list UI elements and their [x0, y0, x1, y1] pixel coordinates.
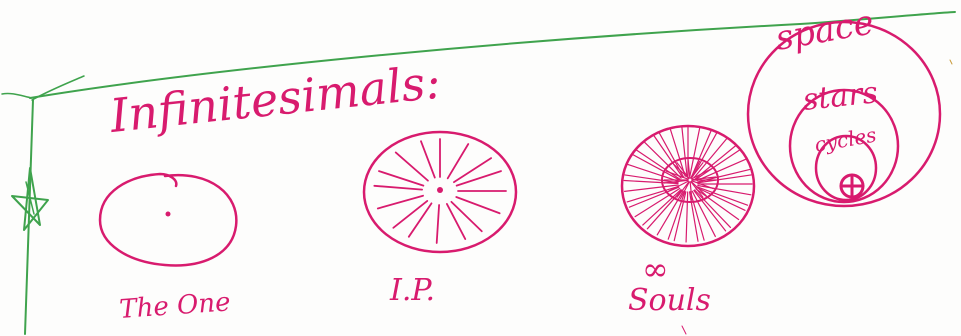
ray-line [643, 141, 682, 179]
ray-line [453, 157, 492, 184]
inner-ray-line [673, 163, 690, 180]
inner-ray-line [665, 170, 689, 180]
ray-line [693, 137, 728, 179]
ray-line [696, 187, 746, 211]
ray-line [667, 191, 686, 240]
inner-ray-line [690, 180, 707, 197]
label-the-one: The One [118, 287, 231, 325]
figure-the-one: The One [98, 172, 238, 325]
label-souls: Souls [628, 283, 711, 318]
center-point [437, 187, 443, 193]
ray-line [691, 129, 712, 178]
ray-line [652, 134, 684, 178]
ray-line [455, 196, 501, 215]
ray-line [697, 174, 752, 184]
ray-line [646, 189, 683, 230]
figure-ip: I.P. [362, 130, 518, 308]
outer-circle [746, 20, 942, 208]
ray-line [634, 187, 681, 218]
inner-ray-line [690, 181, 704, 198]
ray-line [656, 190, 684, 236]
ray-line [689, 126, 701, 177]
inner-ray-line [676, 181, 690, 198]
ray-line [624, 174, 679, 184]
label-cycles: cycles [813, 122, 878, 156]
ray-line [695, 149, 741, 180]
middle-circle [788, 88, 900, 204]
ray-line [693, 189, 727, 232]
figure-souls: ∞ Souls [620, 124, 756, 335]
infinity-mark: ∞ [642, 250, 669, 288]
inner-ray-line [690, 160, 701, 179]
inner-ray-line [679, 181, 690, 200]
green-frame [1, 11, 956, 335]
ray-line [691, 131, 718, 178]
label-stars: stars [801, 75, 879, 118]
ray-line [392, 199, 429, 229]
ray-line [445, 203, 467, 240]
star-doodle [11, 167, 49, 231]
ray-line [435, 204, 441, 244]
inner-ray-line [689, 181, 693, 201]
ray-line [681, 125, 688, 177]
ray-line [694, 189, 732, 228]
ray-line [642, 189, 682, 226]
center-dot [165, 211, 171, 217]
inner-ray-line [687, 159, 691, 179]
ray-line [420, 140, 436, 179]
radial-lines [373, 138, 507, 244]
ray-line [455, 170, 502, 187]
ray-line [695, 188, 740, 221]
stray-mark [949, 59, 953, 65]
ray-line [378, 170, 425, 187]
ray-line [627, 163, 680, 182]
ray-line [697, 184, 752, 196]
ray-line [691, 190, 716, 238]
ray-line [373, 184, 423, 191]
ray-line [446, 143, 470, 180]
inner-ray-line [690, 162, 704, 179]
figure-nested-circles: space stars cycles [746, 2, 942, 208]
ray-line [673, 191, 687, 242]
inner-circle [814, 134, 878, 202]
ray-line [623, 184, 679, 192]
label-space: space [773, 2, 877, 59]
ray-line [685, 191, 689, 243]
ray-line [689, 191, 705, 241]
ray-line [450, 200, 483, 233]
inner-ray-line [667, 180, 689, 192]
ray-line [394, 151, 429, 182]
ray-line [635, 149, 681, 180]
dense-radial-lines [623, 125, 753, 243]
label-ip: I.P. [389, 273, 435, 308]
heading-text: Infinitesimals: [107, 55, 444, 143]
ray-line [376, 194, 424, 210]
inner-ray-line [663, 179, 689, 184]
ray-line [407, 202, 433, 238]
ray-line [688, 191, 699, 242]
ray-line [632, 154, 680, 181]
inner-ray-line [691, 180, 715, 190]
ray-line [696, 158, 747, 182]
inner-ray-line [691, 176, 717, 181]
inner-ray-line [676, 162, 690, 179]
inner-ray-line [691, 168, 713, 180]
ray-line [626, 185, 680, 203]
ray-line [696, 186, 749, 206]
ray-line [669, 127, 686, 177]
